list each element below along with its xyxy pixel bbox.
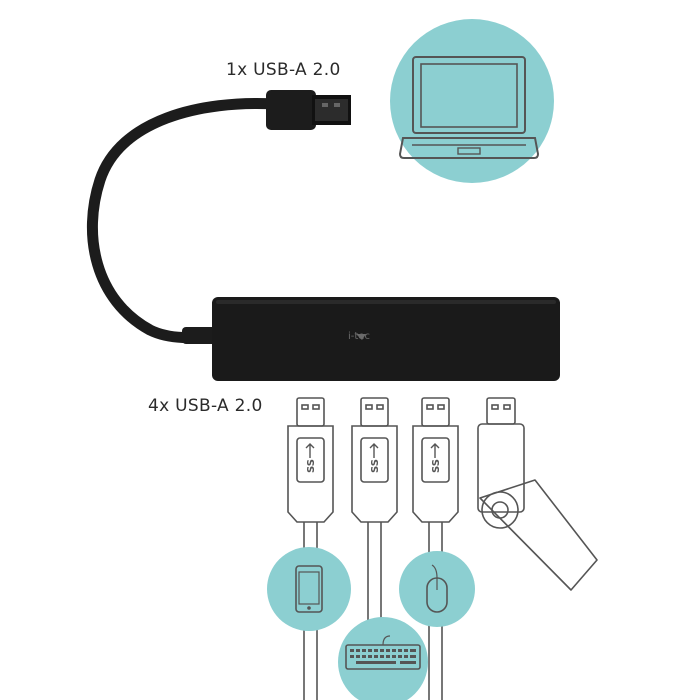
keyboard-icon (338, 617, 428, 700)
smartphone-icon (267, 547, 351, 631)
usb-hub-body (212, 297, 560, 381)
usb-cable (86, 98, 281, 344)
output-ports-label: 4x USB-A 2.0 (148, 396, 263, 416)
input-port-label: 1x USB-A 2.0 (226, 60, 341, 80)
usb-flash-drive-icon (477, 397, 598, 591)
ss-symbol-1: SS (306, 459, 317, 473)
cable-strain-relief (182, 327, 218, 344)
laptop-icon (390, 19, 554, 183)
brand-logo-mark (356, 334, 366, 340)
brand-logo-text: i-tec (348, 331, 370, 342)
mouse-icon (399, 551, 475, 627)
ss-symbol-2: SS (370, 459, 381, 473)
usb-trident-icon (305, 443, 315, 458)
usb-trident-icon (430, 443, 440, 458)
usb-a-connector-input (266, 90, 351, 130)
ss-symbol-3: SS (431, 459, 442, 473)
usb-trident-icon (369, 443, 379, 458)
